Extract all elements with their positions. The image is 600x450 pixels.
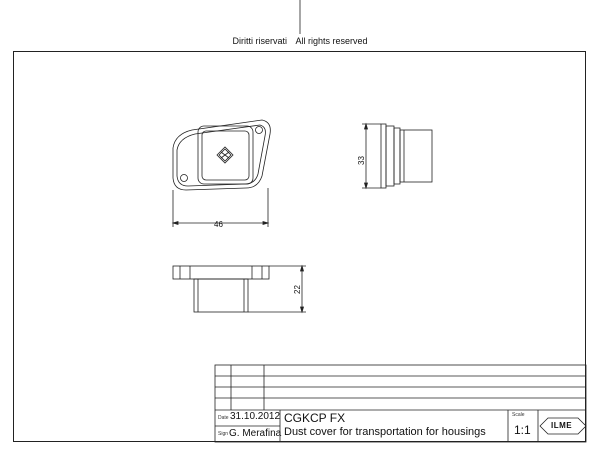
scale-value: 1:1 (514, 423, 531, 437)
date-label: Date (218, 415, 229, 421)
date-value: 31.10.2012 (230, 411, 281, 422)
rights-header: Diritti riservati All rights reserved (0, 36, 600, 46)
dimension-width: 46 (214, 220, 223, 229)
header-tick (299, 0, 301, 34)
dimension-height-bottom: 22 (292, 285, 302, 294)
title-block (214, 364, 587, 443)
rights-english: All rights reserved (295, 36, 368, 46)
side-view (362, 122, 433, 190)
sign-label: Sign (218, 431, 229, 437)
rights-italian: Diritti riservati (232, 36, 287, 46)
part-code: CGKCP FX (284, 411, 346, 425)
part-description: Dust cover for transportation for housin… (284, 426, 486, 438)
sign-value: G. Merafina (229, 428, 282, 439)
scale-label: Scale (512, 412, 525, 418)
drawing-sheet (13, 51, 586, 442)
ilme-logo: ILME (551, 421, 573, 430)
bottom-view (172, 264, 306, 314)
front-view (171, 119, 271, 227)
dimension-height-side: 33 (356, 156, 366, 165)
